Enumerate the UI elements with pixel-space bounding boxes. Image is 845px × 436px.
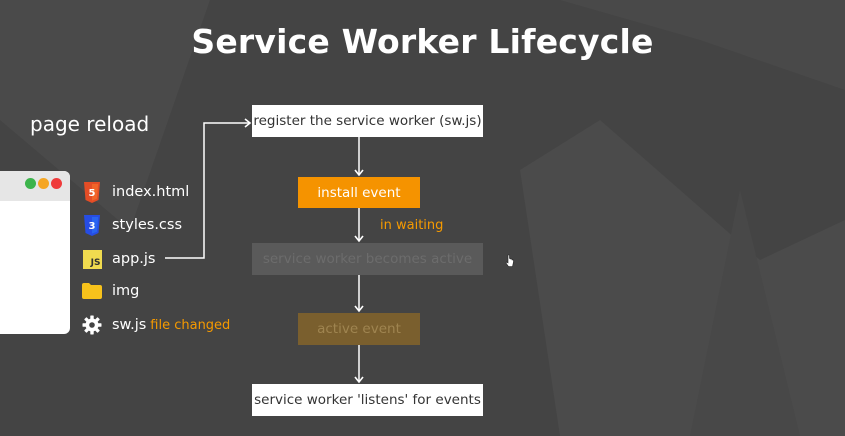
file-changed-note: file changed: [150, 318, 231, 333]
file-name: sw.js: [112, 317, 147, 333]
browser-title-bar: [0, 171, 70, 201]
install-event-box: install event: [298, 177, 420, 208]
page-reload-label: page reload: [30, 112, 150, 136]
window-dot-yellow: [38, 178, 49, 189]
gear-icon: [82, 314, 102, 336]
svg-text:5: 5: [89, 188, 96, 199]
html5-icon: 5: [82, 181, 102, 203]
file-name: index.html: [112, 184, 190, 200]
file-name: img: [112, 283, 140, 299]
file-item-index-html: 5 index.html: [82, 180, 189, 204]
file-name: styles.css: [112, 217, 183, 233]
file-name: app.js: [112, 251, 156, 267]
file-item-app-js: JS app.js: [82, 247, 156, 271]
active-event-box: active event: [298, 313, 420, 345]
file-item-styles-css: 3 styles.css: [82, 213, 182, 237]
mouse-cursor-icon: [505, 254, 514, 267]
js-icon: JS: [82, 248, 102, 270]
css3-icon: 3: [82, 214, 102, 236]
listens-step-box: service worker 'listens' for events: [252, 384, 483, 416]
svg-text:3: 3: [89, 221, 96, 232]
file-item-img: img: [82, 279, 139, 303]
becomes-active-box: service worker becomes active: [252, 243, 483, 275]
page-title: Service Worker Lifecycle: [191, 22, 654, 61]
window-dot-green: [25, 178, 36, 189]
browser-window: [0, 171, 70, 334]
in-waiting-label: in waiting: [380, 218, 444, 233]
window-dot-red: [51, 178, 62, 189]
folder-icon: [82, 280, 102, 302]
register-step-box: register the service worker (sw.js): [252, 105, 483, 137]
app-js-to-register-arrow: [165, 118, 252, 259]
